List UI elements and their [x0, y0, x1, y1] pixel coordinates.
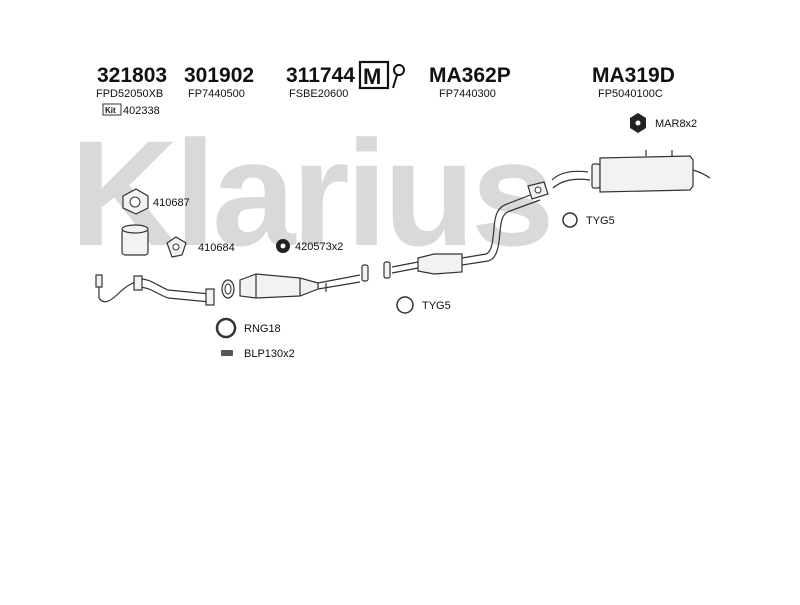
ring-clamp-icon — [562, 212, 578, 228]
front-ring-gasket — [221, 279, 235, 299]
rubber-hanger-hole-icon — [635, 120, 641, 126]
flange-gasket-hole-icon — [172, 243, 180, 251]
bolt-label: BLP130x2 — [244, 348, 295, 360]
logo-letter: M — [363, 64, 381, 89]
part-number: MA319D — [592, 64, 675, 87]
logo-stem-icon — [392, 74, 398, 89]
kit-number: 402338 — [123, 105, 160, 117]
centre-silencer-body-icon — [417, 253, 463, 275]
kit-icon — [102, 103, 122, 116]
part-reference: FP5040100C — [598, 88, 663, 100]
part-number-group-1: 321803 FPD52050XB — [96, 64, 167, 100]
part-number-group-4: MA362P FP7440300 — [429, 64, 511, 100]
mid-clamp-rings — [361, 261, 391, 282]
centre-pipe-upper-icon — [461, 191, 539, 259]
ring-gasket-hole-icon — [224, 283, 232, 295]
ring-label: RNG18 — [244, 323, 281, 335]
gasket-410684: 410684 — [166, 236, 235, 258]
canister-part — [121, 224, 149, 256]
part-number-group-3: 311744 FSBE20600 — [286, 64, 355, 100]
front-pipe-end-flange-icon — [205, 288, 215, 306]
lambda-sensor — [95, 274, 139, 303]
part-reference: FPD52050XB — [96, 88, 163, 100]
ring-clamp-icon — [396, 296, 414, 314]
rear-clamp-icon — [591, 163, 601, 189]
front-pipe-part — [133, 275, 215, 306]
logo-ring-icon — [393, 64, 405, 76]
rear-silencer-part — [551, 150, 711, 193]
rear-silencer-body-icon — [599, 155, 694, 193]
part-number: 321803 — [97, 64, 167, 87]
part-reference: FSBE20600 — [289, 88, 348, 100]
rubber-mar-label: MAR8x2 — [655, 118, 697, 130]
part-number: MA362P — [429, 64, 511, 87]
clamp-ring-icon — [361, 264, 369, 282]
ring-label: TYG5 — [586, 215, 615, 227]
logo-frame-icon — [358, 60, 390, 90]
part-number-group-2: 301902 FP7440500 — [184, 64, 254, 100]
bolt-blp130: BLP130x2 — [221, 348, 295, 360]
gasket-410687: 410687 — [122, 188, 190, 215]
canister-top-icon — [121, 224, 149, 234]
sensor-wire-icon — [98, 280, 139, 303]
catalytic-outlet-pipe-icon — [317, 274, 361, 290]
front-pipe-lower-icon — [136, 286, 211, 303]
rubber-mount-hole-icon — [280, 243, 286, 249]
flange-gasket-hole-icon — [129, 196, 141, 208]
gasket-label: 410684 — [198, 242, 235, 254]
rear-inlet-pipe-icon — [551, 170, 591, 189]
front-flange-icon — [133, 275, 143, 291]
catalytic-seam-icon — [255, 274, 301, 298]
kit-label: Kit 402338 — [102, 103, 160, 117]
centre-silencer-part — [391, 191, 541, 275]
gasket-label: 410687 — [153, 197, 190, 209]
catalytic-converter-part — [239, 273, 361, 299]
flange-gasket-hole-icon — [534, 186, 542, 194]
catalytic-body-icon — [239, 273, 319, 299]
centre-pipe-lower-icon — [461, 199, 541, 266]
ring-rng18: RNG18 — [215, 317, 281, 339]
part-number: 311744 — [286, 64, 355, 87]
rubber-mount-label: 420573x2 — [295, 241, 343, 253]
sealing-ring-icon — [215, 317, 237, 339]
ring-tyg-mid: TYG5 — [396, 296, 451, 314]
sensor-body-icon — [95, 274, 103, 288]
rear-hanger-icon — [645, 150, 673, 156]
front-pipe-upper-icon — [136, 278, 211, 295]
brand-logo: M — [358, 60, 405, 90]
centre-inlet-pipe-icon — [391, 261, 419, 274]
rear-flange-gasket — [527, 181, 549, 200]
part-number: 301902 — [184, 64, 254, 87]
watermark-text: Klarius — [70, 109, 551, 277]
rubber-mount-420573: 420573x2 — [276, 239, 343, 253]
rear-tailpipe-icon — [692, 169, 711, 179]
ring-tyg-rear: TYG5 — [562, 212, 615, 228]
clamp-ring-icon — [383, 261, 391, 279]
ring-label: TYG5 — [422, 300, 451, 312]
part-reference: FP7440300 — [439, 88, 496, 100]
kit-prefix: Kit — [105, 106, 116, 115]
bolt-icon — [221, 350, 233, 356]
part-reference: FP7440500 — [188, 88, 245, 100]
rubber-mount-mar: MAR8x2 — [630, 113, 697, 133]
part-number-group-5: MA319D FP5040100C — [592, 64, 675, 100]
